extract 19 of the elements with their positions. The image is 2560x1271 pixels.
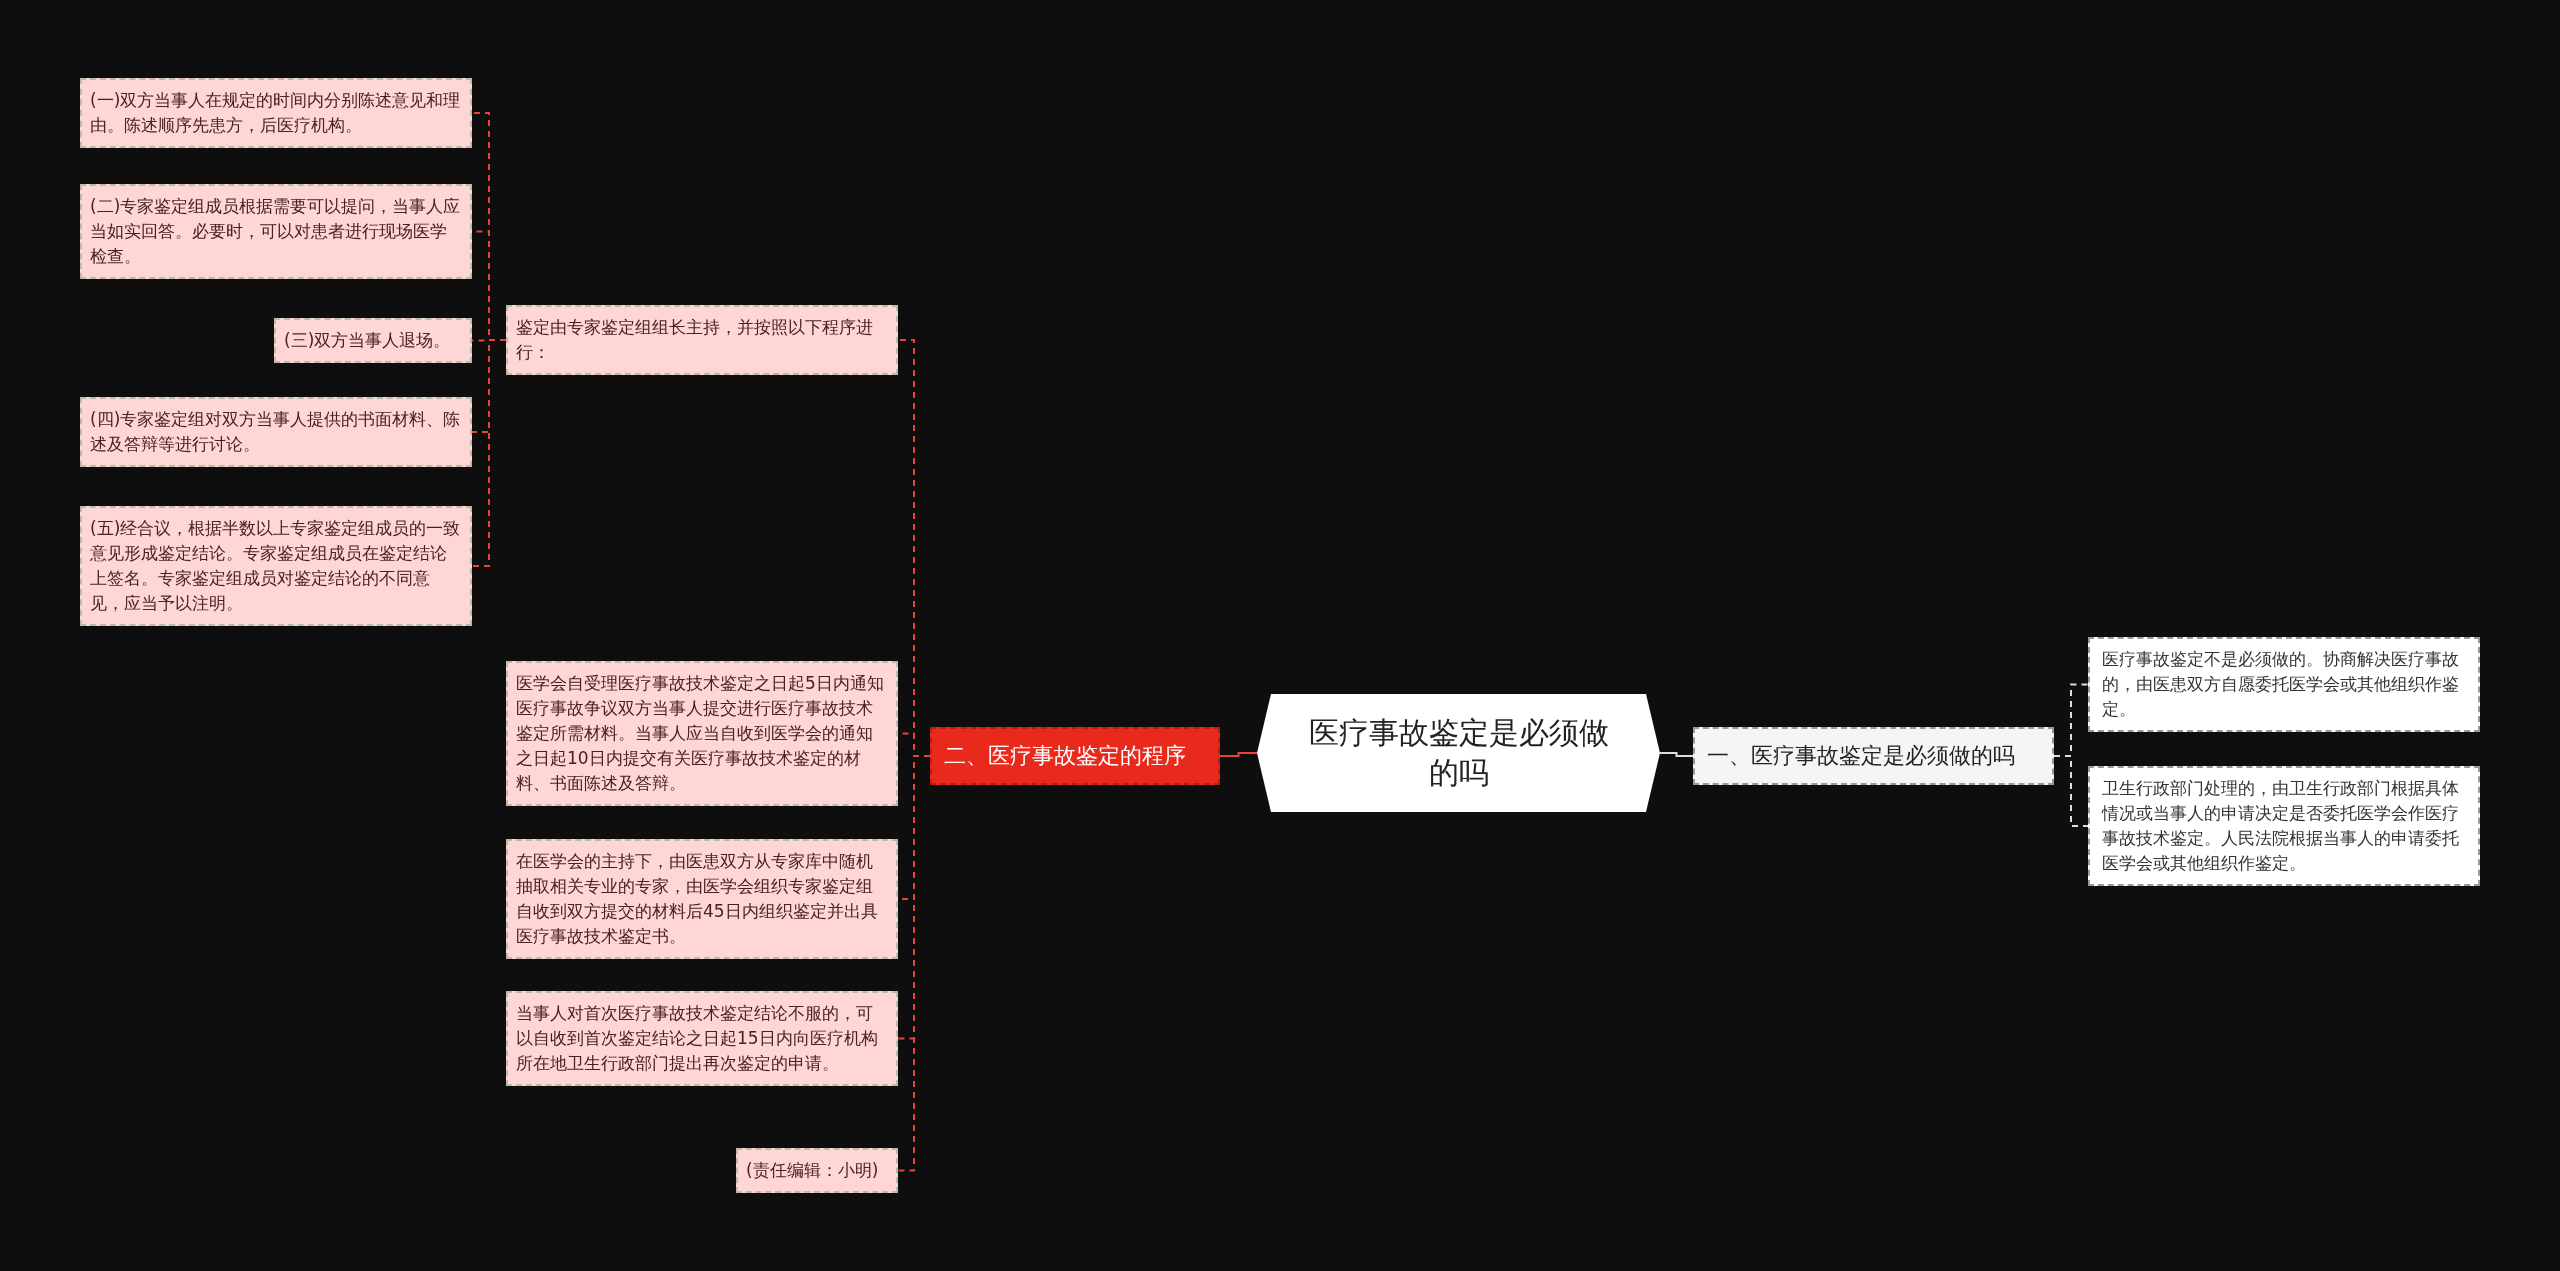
connector-line: [2053, 755, 2089, 827]
subtopic-box: 医疗事故鉴定不是必须做的。协商解决医疗事故的，由医患双方自愿委托医学会或其他组织作鉴定。: [2088, 637, 2480, 732]
subtopic-box: (三)双方当事人退场。: [274, 318, 472, 363]
subtopic-box: (一)双方当事人在规定的时间内分别陈述意见和理由。陈述顺序先患方，后医疗机构。: [80, 78, 472, 148]
subtopic-box: (二)专家鉴定组成员根据需要可以提问，当事人应当如实回答。必要时，可以对患者进行现场医学检查。: [80, 184, 472, 279]
subtopic-box: 在医学会的主持下，由医患双方从专家库中随机抽取相关专业的专家，由医学会组织专家鉴定组自收到双方提交的材料后45日内组织鉴定并出具医疗事故技术鉴定书。: [506, 839, 898, 959]
connector-line: [1219, 752, 1258, 757]
subtopic-box: (五)经合议，根据半数以上专家鉴定组成员的一致意见形成鉴定结论。专家鉴定组成员在鉴定结论上签名。专家鉴定组成员对鉴定结论的不同意见，应当予以注明。: [80, 506, 472, 626]
subtopic-box: 当事人对首次医疗事故技术鉴定结论不服的，可以自收到首次鉴定结论之日起15日内向医疗机构所在地卫生行政部门提出再次鉴定的申请。: [506, 991, 898, 1086]
central-topic: 医疗事故鉴定是必须做的吗: [1257, 694, 1660, 812]
branch-topic: 二、医疗事故鉴定的程序: [930, 727, 1220, 785]
branch-topic: 一、医疗事故鉴定是必须做的吗: [1693, 727, 2054, 785]
connector-line: [471, 339, 507, 567]
subtopic-box: 医学会自受理医疗事故技术鉴定之日起5日内通知医疗事故争议双方当事人提交进行医疗事故技术鉴定所需材料。当事人应当自收到医学会的通知之日起10日内提交有关医疗事故技术鉴定的材料、书面陈述及答辩。: [506, 661, 898, 806]
subtopic-box: (责任编辑：小明): [736, 1148, 898, 1193]
subtopic-box: 卫生行政部门处理的，由卫生行政部门根据具体情况或当事人的申请决定是否委托医学会作医疗事故技术鉴定。人民法院根据当事人的申请委托医学会或其他组织作鉴定。: [2088, 766, 2480, 886]
subtopic-box: 鉴定由专家鉴定组组长主持，并按照以下程序进行：: [506, 305, 898, 375]
subtopic-box: (四)专家鉴定组对双方当事人提供的书面材料、陈述及答辩等进行讨论。: [80, 397, 472, 467]
connector-line: [1659, 752, 1694, 757]
